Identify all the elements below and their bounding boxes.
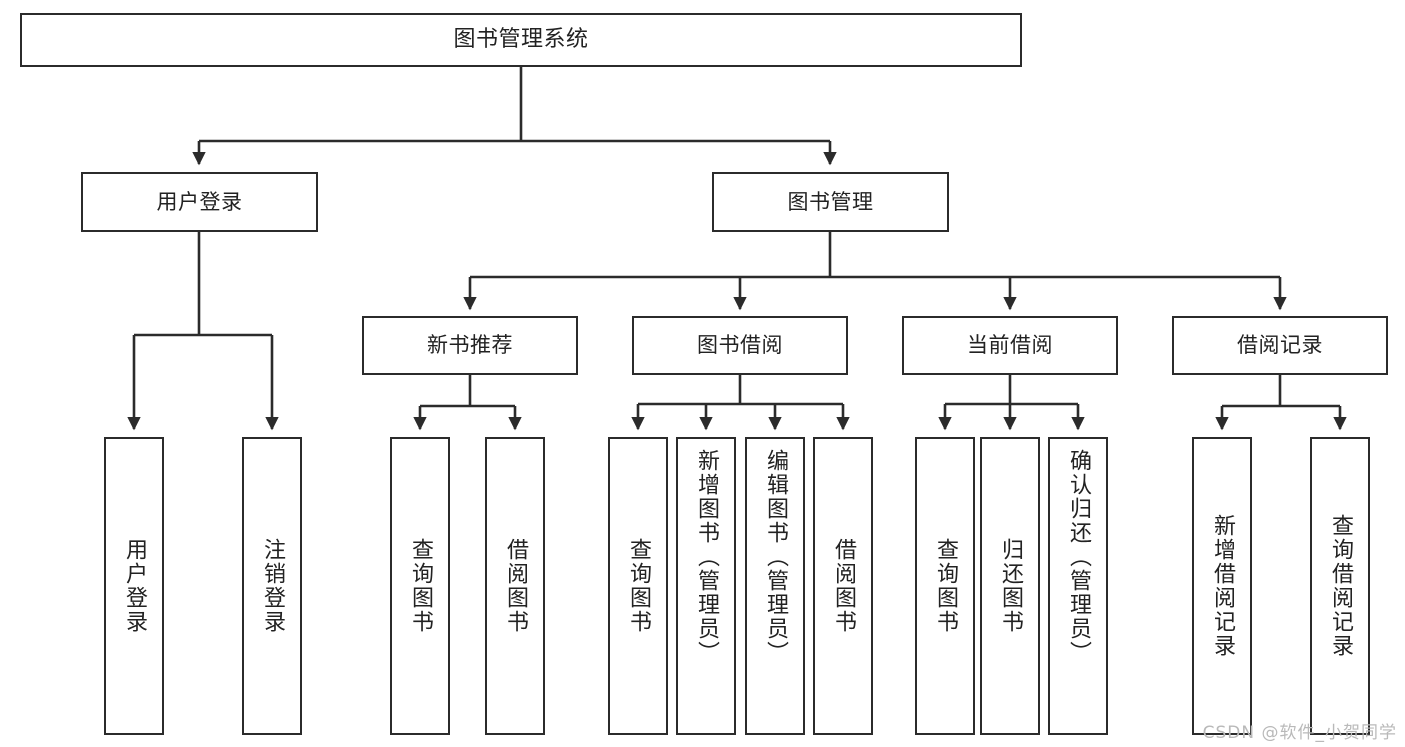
node-borrow-record[interactable]: 借阅记录: [1172, 316, 1388, 375]
watermark: CSDN @软件_小贺同学: [1202, 723, 1397, 743]
node-label: 用户登录: [156, 189, 243, 214]
leaf-edit-book-admin[interactable]: 编辑图书（管理员）: [745, 437, 805, 735]
leaf-query-borrow-record[interactable]: 查询借阅记录: [1310, 437, 1370, 735]
leaf-add-book-admin[interactable]: 新增图书（管理员）: [676, 437, 736, 735]
node-user-login[interactable]: 用户登录: [81, 172, 318, 232]
node-new-book-recommend[interactable]: 新书推荐: [362, 316, 578, 375]
node-label: 新增图书（管理员）: [694, 449, 719, 665]
node-book-borrow[interactable]: 图书借阅: [632, 316, 848, 375]
node-label: 查询借阅记录: [1328, 514, 1353, 658]
leaf-query-book-borrow[interactable]: 查询图书: [608, 437, 668, 735]
leaf-borrow-book-recommend[interactable]: 借阅图书: [485, 437, 545, 735]
leaf-user-login[interactable]: 用户登录: [104, 437, 164, 735]
leaf-user-logout[interactable]: 注销登录: [242, 437, 302, 735]
node-label: 确认归还（管理员）: [1066, 449, 1091, 665]
leaf-confirm-return-admin[interactable]: 确认归还（管理员）: [1048, 437, 1108, 735]
node-label: 新书推荐: [427, 333, 513, 358]
node-label: 查询图书: [626, 538, 651, 634]
node-label: 借阅图书: [831, 538, 856, 634]
node-label: 图书管理: [787, 189, 874, 214]
node-label: 新增借阅记录: [1210, 514, 1235, 658]
leaf-query-book-current[interactable]: 查询图书: [915, 437, 975, 735]
node-label: 查询图书: [933, 538, 958, 634]
node-label: 编辑图书（管理员）: [763, 449, 788, 665]
node-label: 当前借阅: [967, 333, 1053, 358]
node-label: 图书管理系统: [453, 27, 589, 53]
node-label: 图书借阅: [697, 333, 783, 358]
leaf-borrow-book[interactable]: 借阅图书: [813, 437, 873, 735]
node-label: 借阅图书: [503, 538, 528, 634]
node-root-system[interactable]: 图书管理系统: [20, 13, 1022, 67]
node-book-management[interactable]: 图书管理: [712, 172, 949, 232]
leaf-query-book-recommend[interactable]: 查询图书: [390, 437, 450, 735]
node-label: 借阅记录: [1237, 333, 1323, 358]
leaf-return-book[interactable]: 归还图书: [980, 437, 1040, 735]
node-label: 查询图书: [408, 538, 433, 634]
node-label: 用户登录: [122, 538, 147, 634]
node-current-borrow[interactable]: 当前借阅: [902, 316, 1118, 375]
node-label: 归还图书: [998, 538, 1023, 634]
leaf-add-borrow-record[interactable]: 新增借阅记录: [1192, 437, 1252, 735]
node-label: 注销登录: [260, 538, 285, 634]
